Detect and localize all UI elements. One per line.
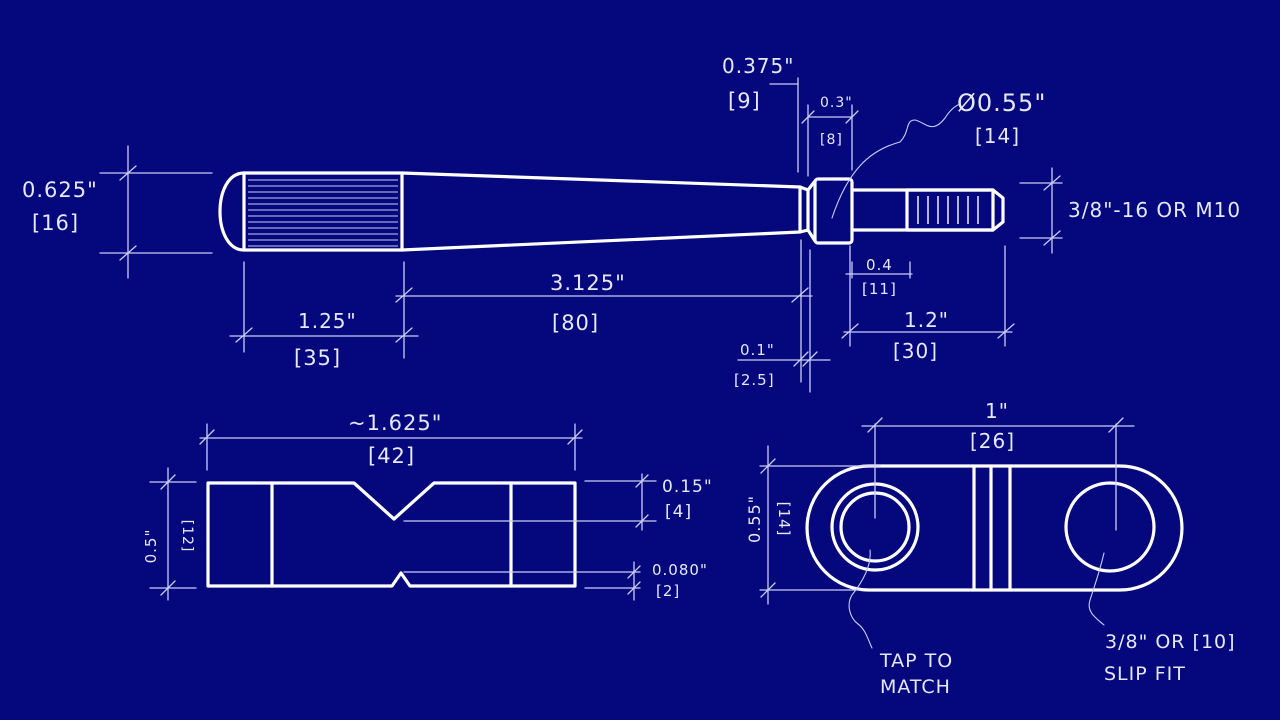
vblock-length-in: ~1.625" [348, 411, 442, 435]
hole-spacing-in: 1" [985, 399, 1009, 423]
link-height-mm: [14] [775, 502, 793, 537]
hole-spacing-mm: [26] [970, 429, 1015, 453]
handle-outline [218, 171, 802, 252]
tap-note-line2: MATCH [880, 676, 951, 698]
vblock-outline [206, 481, 577, 588]
vblock-bottom-v-in: 0.080" [652, 561, 708, 579]
thread-length-in: 1.2" [904, 308, 949, 332]
slip-fit-hole [1064, 481, 1156, 573]
slip-note-line1: 3/8" OR [10] [1105, 631, 1236, 653]
vblock-labels: ~1.625" [42] 0.5" [12] 0.15" [4] 0.080" … [142, 411, 713, 600]
knurl-pattern [248, 179, 398, 247]
collar [813, 177, 854, 245]
vblock-dimensions [149, 423, 657, 601]
thread-length-mm: [30] [893, 339, 938, 363]
link-height-in: 0.55" [745, 495, 764, 543]
neck-to-collar [806, 179, 817, 243]
thread-spec: 3/8"-16 OR M10 [1068, 198, 1241, 222]
link-outline [805, 464, 1184, 592]
thread-zone [905, 188, 995, 232]
vblock-bottom-v-mm: [2] [656, 582, 680, 600]
vblock-height-mm: [12] [179, 520, 195, 553]
tap-note-line1: TAP TO [879, 650, 953, 672]
vblock-part [206, 481, 577, 588]
link-part [805, 464, 1184, 592]
thread-marks [917, 196, 979, 224]
vblock-top-v-mm: [4] [665, 502, 692, 522]
handle-diameter-mm: [16] [32, 211, 79, 235]
collar-length-in: 0.3" [820, 95, 853, 111]
link-dimensions [759, 417, 1135, 649]
link-labels: 1" [26] 0.55" [14] TAP TO MATCH 3/8" OR … [745, 399, 1236, 698]
collar-length-mm: [8] [820, 132, 843, 148]
neck-length-mm: [9] [728, 89, 761, 113]
gap-length-in: 0.1" [740, 341, 775, 359]
gap-length-mm: [2.5] [734, 371, 775, 389]
taper-length-mm: [80] [552, 311, 599, 335]
vblock-length-mm: [42] [368, 444, 415, 468]
stub-length-mm: [11] [862, 280, 897, 298]
handle-dimensions [99, 77, 1063, 393]
neck [798, 185, 810, 234]
neck-length-in: 0.375" [722, 54, 794, 78]
collar-diameter-mm: [14] [975, 124, 1020, 148]
knurl-length-in: 1.25" [298, 309, 357, 333]
handle-part [218, 171, 1005, 252]
vblock-top-v-in: 0.15" [662, 477, 713, 497]
handle-diameter-in: 0.625" [22, 178, 98, 202]
slip-note-line2: SLIP FIT [1104, 663, 1186, 685]
taper-length-in: 3.125" [550, 271, 626, 295]
knurl-length-mm: [35] [294, 346, 341, 370]
collar-diameter-in: Ø0.55" [957, 89, 1046, 117]
stub-length-in: 0.4 [866, 256, 893, 274]
handle-labels: 0.625" [16] 1.25" [35] 3.125" [80] 0.375… [22, 54, 1241, 389]
vblock-height-in: 0.5" [142, 529, 160, 564]
